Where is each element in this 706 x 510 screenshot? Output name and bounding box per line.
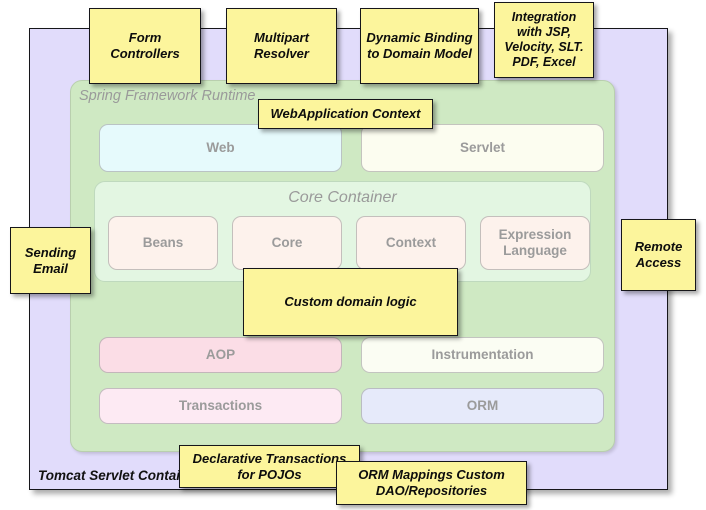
module-web[interactable]: Web: [99, 124, 342, 172]
module-expression-language[interactable]: Expression Language: [480, 216, 590, 270]
note-declarative-transactions[interactable]: Declarative Transactions for POJOs: [179, 445, 360, 488]
spring-framework-runtime-label: Spring Framework Runtime: [79, 88, 256, 104]
tomcat-servlet-container-label: Tomcat Servlet Container: [38, 468, 202, 483]
note-remote-access[interactable]: Remote Access: [621, 219, 696, 291]
module-transactions[interactable]: Transactions: [99, 388, 342, 424]
note-integration-view-technologies[interactable]: Integration with JSP, Velocity, SLT. PDF…: [494, 2, 594, 78]
module-instrumentation[interactable]: Instrumentation: [361, 337, 604, 373]
note-webapplication-context[interactable]: WebApplication Context: [258, 99, 433, 129]
note-dynamic-binding[interactable]: Dynamic Binding to Domain Model: [360, 8, 479, 84]
note-form-controllers[interactable]: Form Controllers: [89, 8, 201, 84]
note-sending-email[interactable]: Sending Email: [10, 227, 91, 294]
module-aop[interactable]: AOP: [99, 337, 342, 373]
note-multipart-resolver[interactable]: Multipart Resolver: [226, 8, 337, 84]
module-core[interactable]: Core: [232, 216, 342, 270]
module-servlet[interactable]: Servlet: [361, 124, 604, 172]
core-container-label: Core Container: [288, 189, 397, 206]
note-orm-mappings[interactable]: ORM Mappings Custom DAO/Repositories: [336, 461, 527, 505]
module-orm[interactable]: ORM: [361, 388, 604, 424]
module-beans[interactable]: Beans: [108, 216, 218, 270]
module-context[interactable]: Context: [356, 216, 466, 270]
note-custom-domain-logic[interactable]: Custom domain logic: [243, 268, 458, 336]
